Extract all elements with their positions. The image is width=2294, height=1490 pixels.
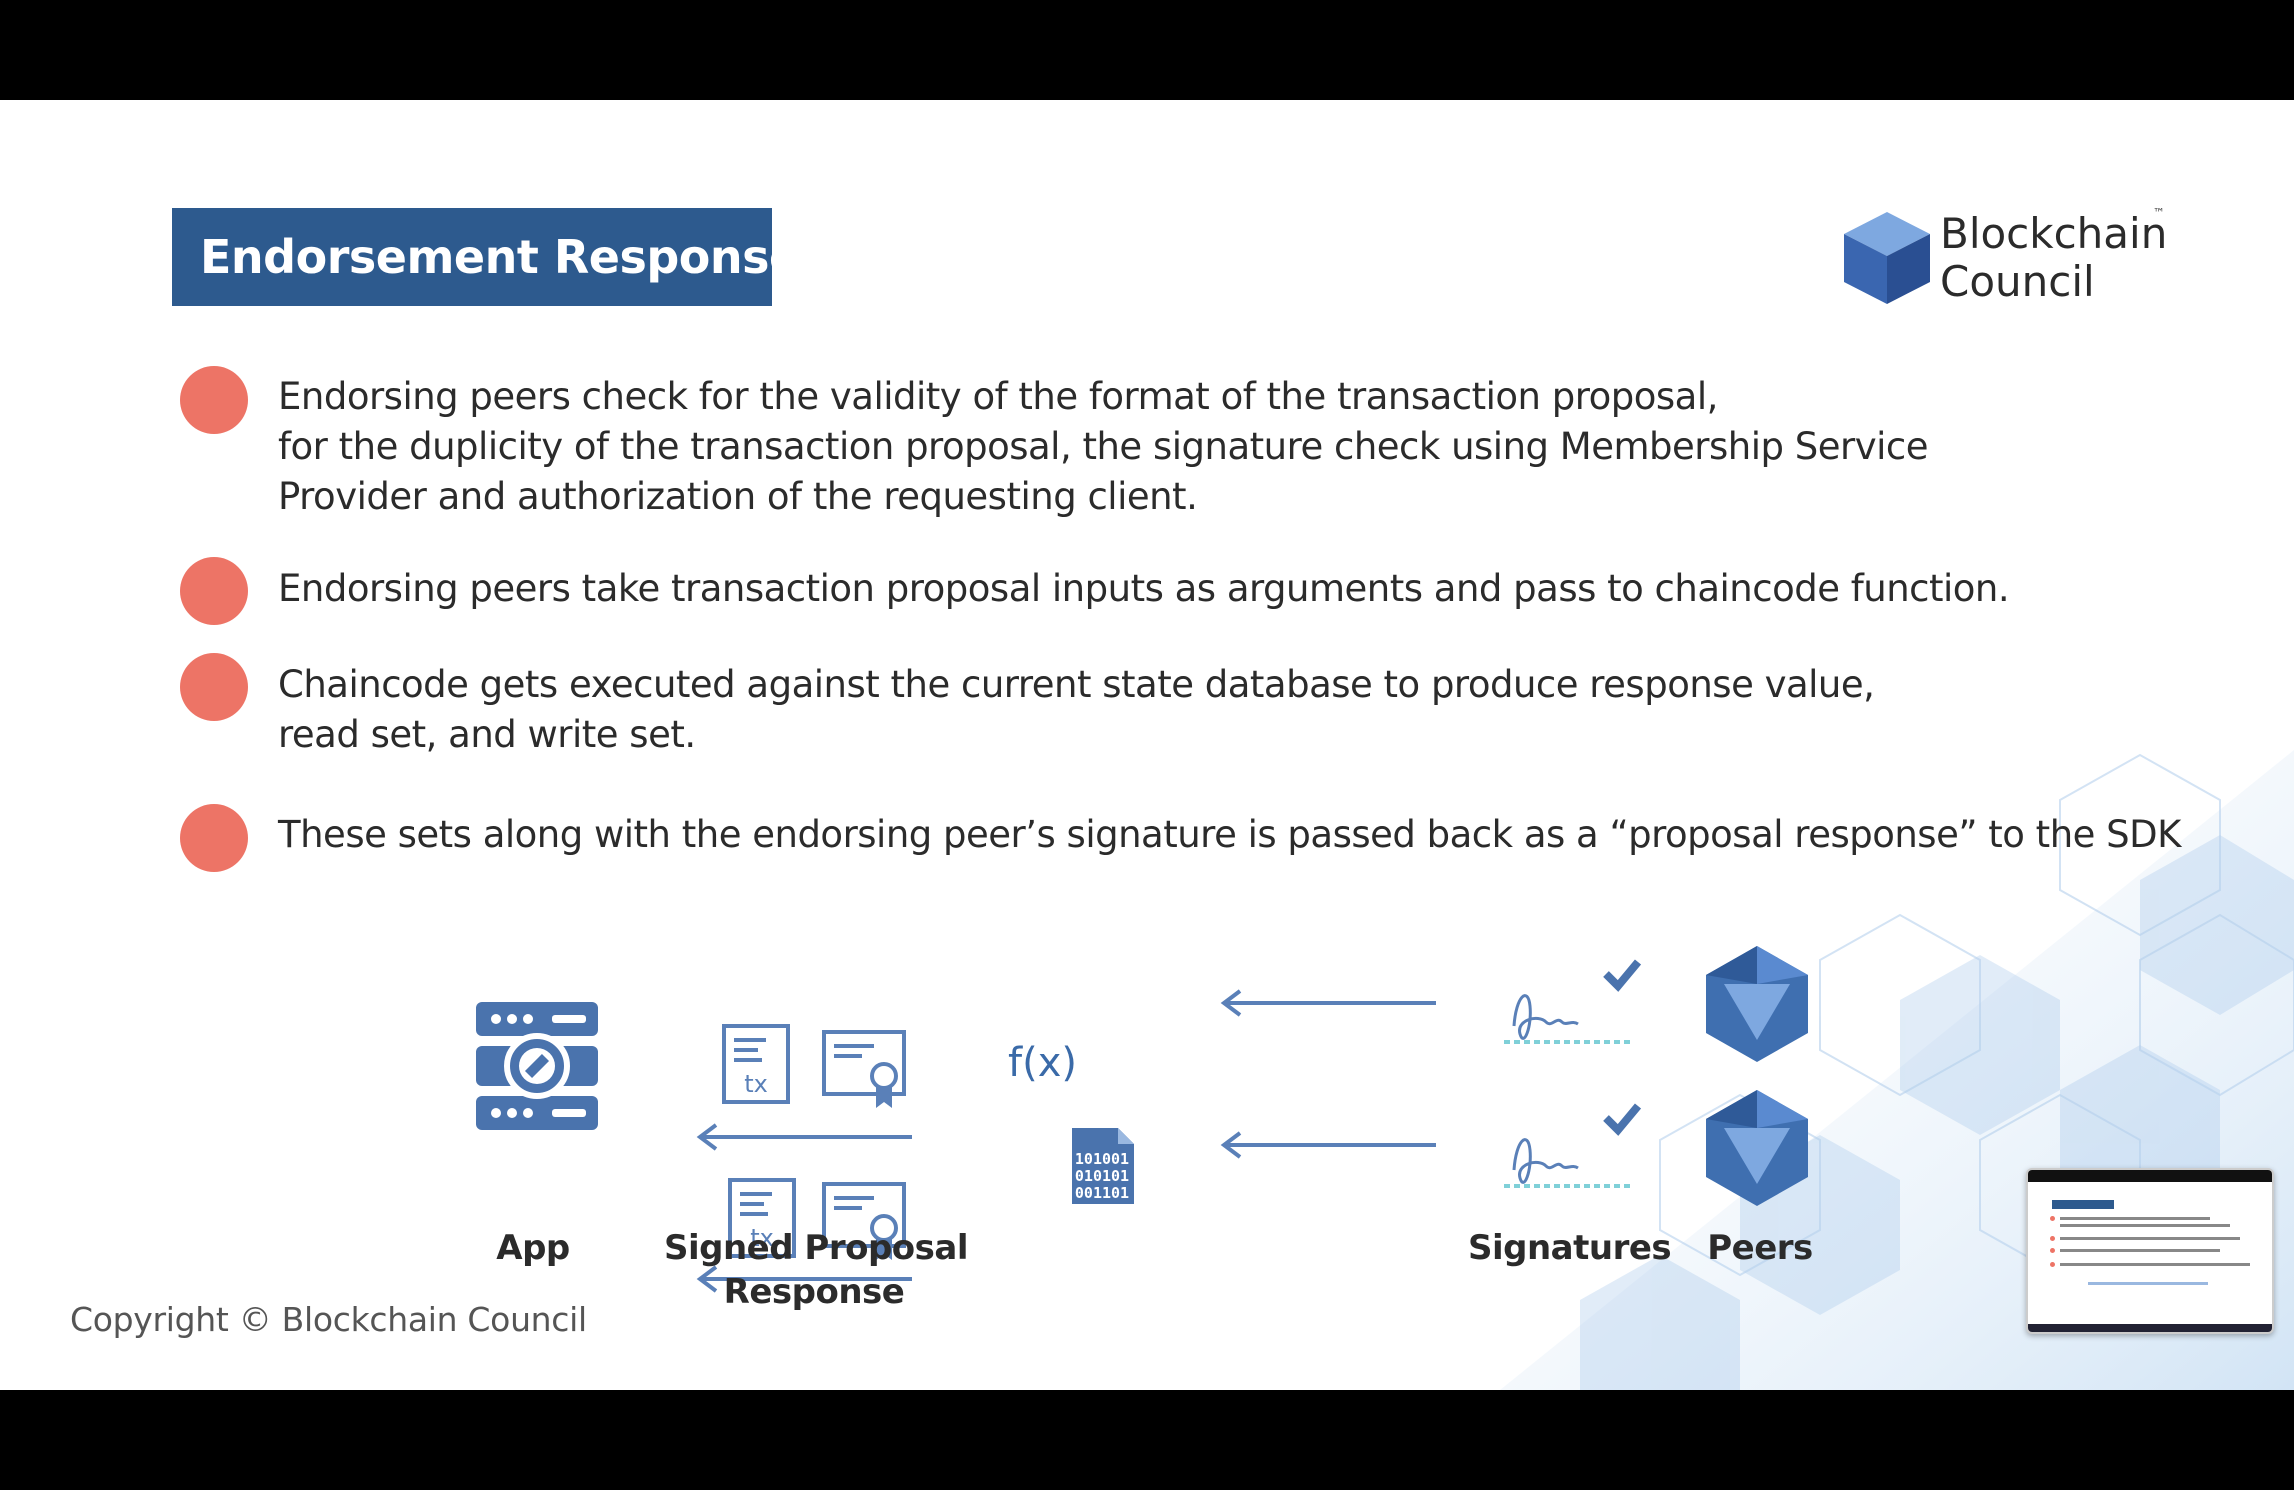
thumbnail-line (2060, 1224, 2230, 1227)
arrow-left-icon (1220, 989, 1436, 1017)
binary-line-1: 101001 (1075, 1150, 1129, 1168)
app-server-icon (476, 1002, 598, 1130)
certificate-icon (822, 1030, 906, 1108)
copyright-text: Copyright © Blockchain Council (70, 1300, 587, 1339)
video-thumbnail-preview[interactable] (2026, 1168, 2274, 1334)
thumbnail-dot (2050, 1248, 2055, 1253)
thumbnail-title-block (2052, 1200, 2114, 1209)
binary-line-3: 001101 (1075, 1184, 1129, 1202)
peers-label: Peers (1700, 1226, 1820, 1270)
tx-document-icon: tx (728, 1178, 796, 1258)
thumbnail-dot (2050, 1236, 2055, 1241)
app-label: App (470, 1226, 596, 1270)
bullet-text-4: These sets along with the endorsing peer… (278, 810, 2181, 860)
logo-text: Blockchain Council (1940, 210, 2167, 306)
slide: Endorsement Response Blockchain Council … (0, 100, 2294, 1390)
bullet-text-3: Chaincode gets executed against the curr… (278, 660, 1875, 760)
arrow-left-icon (1220, 1131, 1436, 1159)
bullet-3-line-2: read set, and write set. (278, 713, 696, 756)
trademark-mark: ™ (2153, 206, 2165, 220)
thumbnail-line (2060, 1263, 2250, 1266)
bullet-1-line-3: Provider and authorization of the reques… (278, 475, 1198, 518)
bullet-dot-4 (180, 804, 248, 872)
bullet-1-line-2: for the duplicity of the transaction pro… (278, 425, 1928, 468)
tx-label: tx (744, 1070, 768, 1098)
signed-label-line-2: Response (723, 1272, 905, 1312)
bullet-dot-1 (180, 366, 248, 434)
bullet-dot-2 (180, 557, 248, 625)
peers-label-text: Peers (1707, 1228, 1813, 1268)
signature-icon (1504, 959, 1642, 1044)
bullet-text-1: Endorsing peers check for the validity o… (278, 372, 1928, 522)
thumbnail-dot (2050, 1262, 2055, 1267)
binary-file-icon: 101001 010101 001101 (1072, 1128, 1134, 1204)
bullet-3-line-1: Chaincode gets executed against the curr… (278, 663, 1875, 706)
binary-line-2: 010101 (1075, 1167, 1129, 1185)
bullet-dot-3 (180, 653, 248, 721)
blockchain-council-logo-icon (1844, 212, 1930, 304)
thumbnail-line (2060, 1237, 2240, 1240)
bullet-text-2: Endorsing peers take transaction proposa… (278, 564, 2010, 614)
logo-line-1: Blockchain (1940, 209, 2168, 258)
bullet-2-line-1: Endorsing peers take transaction proposa… (278, 567, 2010, 610)
bullet-4-line-1: These sets along with the endorsing peer… (278, 813, 2181, 856)
thumbnail-line (2060, 1249, 2220, 1252)
app-label-text: App (496, 1228, 570, 1268)
thumbnail-top-bar (2028, 1170, 2272, 1182)
thumbnail-diagram (2088, 1282, 2208, 1285)
thumbnail-controls-bar (2028, 1324, 2272, 1332)
thumbnail-line (2060, 1217, 2210, 1220)
logo-line-2: Council (1940, 257, 2095, 306)
slide-title-box: Endorsement Response (172, 208, 800, 306)
arrow-left-icon (696, 1265, 912, 1293)
signature-icon (1504, 1103, 1642, 1188)
signed-proposal-label: Signed Proposal Response (664, 1226, 969, 1314)
peer-node-icon (1706, 946, 1808, 1062)
signatures-label: Signatures (1468, 1226, 1672, 1270)
signed-label-line-1: Signed Proposal (664, 1228, 969, 1268)
bullet-1-line-1: Endorsing peers check for the validity o… (278, 375, 1718, 418)
tx-label: tx (750, 1224, 774, 1252)
thumbnail-dot (2050, 1216, 2055, 1221)
tx-document-icon: tx (722, 1024, 790, 1104)
certificate-icon (822, 1182, 906, 1260)
arrow-left-icon (696, 1123, 912, 1151)
slide-title: Endorsement Response (200, 230, 800, 284)
signatures-label-text: Signatures (1468, 1228, 1672, 1268)
peer-node-icon (1706, 1090, 1808, 1206)
function-label: f(x) (1008, 1040, 1077, 1086)
